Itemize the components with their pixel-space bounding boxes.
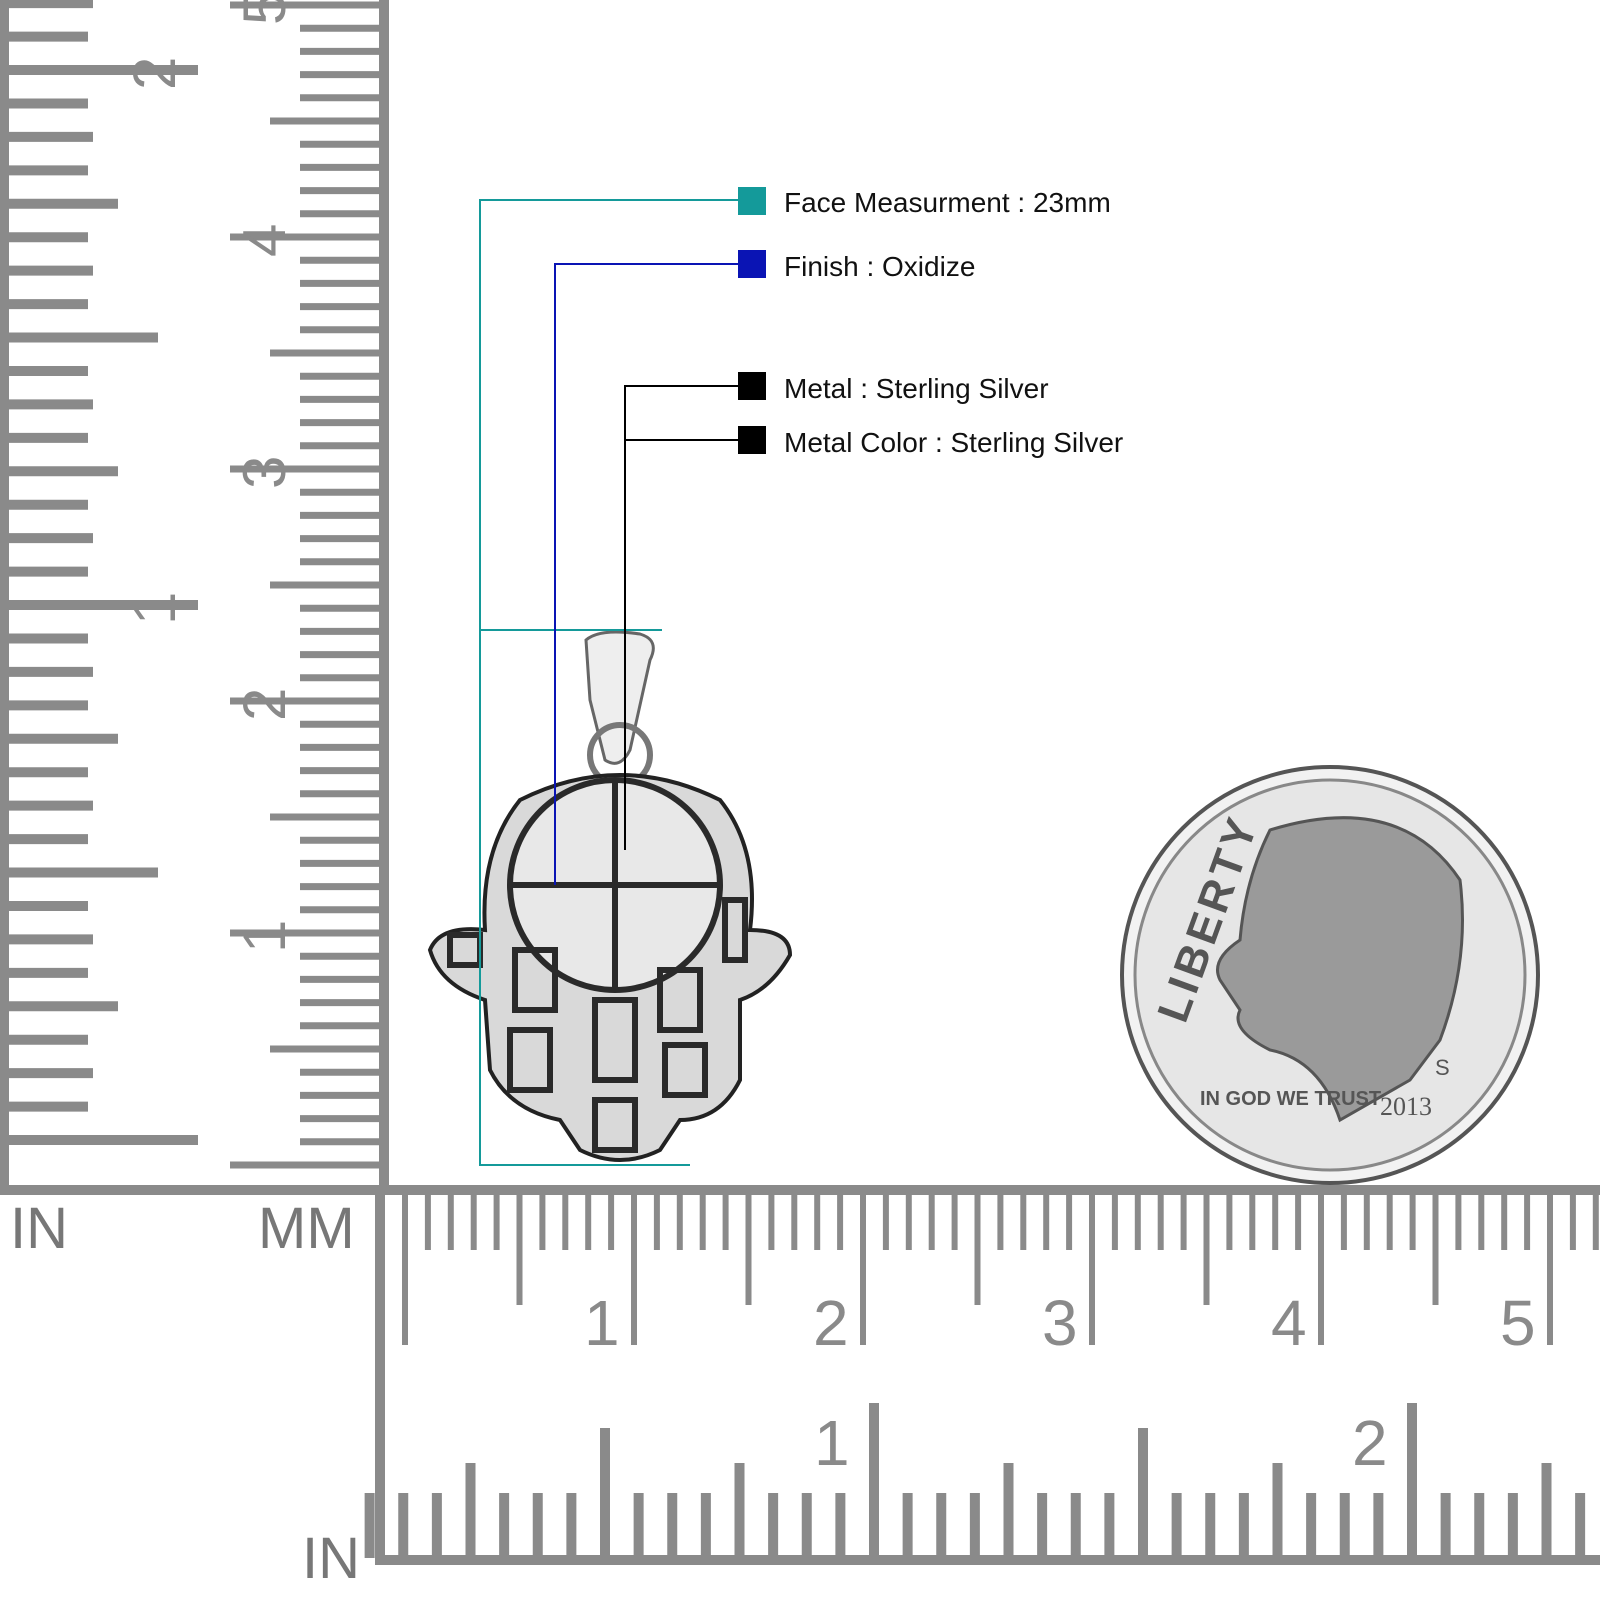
vertical-mm-number: 2 bbox=[231, 688, 298, 721]
horizontal-ruler-frame bbox=[375, 1185, 1600, 1565]
metal-color-swatch bbox=[738, 426, 766, 454]
vertical-inch-number: 1 bbox=[121, 592, 188, 625]
coin-portrait bbox=[1216, 816, 1464, 1123]
metal-color-label: Metal Color : Sterling Silver bbox=[784, 427, 1124, 458]
leader-lines bbox=[479, 199, 752, 1166]
metal-label: Metal : Sterling Silver bbox=[784, 373, 1049, 404]
vertical-mm-number: 1 bbox=[231, 920, 298, 953]
horizontal-mm-number: 2 bbox=[813, 1287, 849, 1359]
dime-coin: LIBERTY IN GOD WE TRUST 2013 S bbox=[1120, 765, 1540, 1185]
horizontal-mm-number: 3 bbox=[1042, 1287, 1078, 1359]
vertical-mm-number: 4 bbox=[231, 224, 298, 257]
coin-year: 2013 bbox=[1380, 1092, 1432, 1121]
face-measurement-label: Face Measurment : 23mm bbox=[784, 187, 1111, 218]
pendant-bail bbox=[584, 630, 655, 765]
vertical-ruler-frame bbox=[0, 0, 389, 1195]
bottom-inch-unit-label: IN bbox=[302, 1526, 360, 1591]
coin-mint-mark: S bbox=[1435, 1055, 1450, 1080]
left-inch-unit-label: IN bbox=[10, 1196, 68, 1261]
vertical-mm-number: 5 bbox=[231, 0, 298, 25]
pendant-image bbox=[427, 630, 793, 1162]
coin-motto: IN GOD WE TRUST bbox=[1200, 1088, 1381, 1110]
vertical-mm-number: 3 bbox=[231, 456, 298, 489]
horizontal-mm-number: 5 bbox=[1500, 1287, 1536, 1359]
horizontal-mm-number: 1 bbox=[584, 1287, 620, 1359]
horizontal-inch-number: 2 bbox=[1352, 1407, 1388, 1479]
face-measurement-swatch bbox=[738, 187, 766, 215]
mm-unit-label: MM bbox=[258, 1196, 355, 1261]
finish-swatch bbox=[738, 250, 766, 278]
horizontal-inch-number: 1 bbox=[814, 1407, 850, 1479]
finish-label: Finish : Oxidize bbox=[784, 251, 976, 282]
metal-swatch bbox=[738, 372, 766, 400]
horizontal-mm-number: 4 bbox=[1271, 1287, 1307, 1359]
rulers: 1 2 3 4 5 1 2 1 2 3 4 5 1 2 bbox=[0, 0, 1600, 1565]
vertical-inch-number: 2 bbox=[121, 57, 188, 90]
